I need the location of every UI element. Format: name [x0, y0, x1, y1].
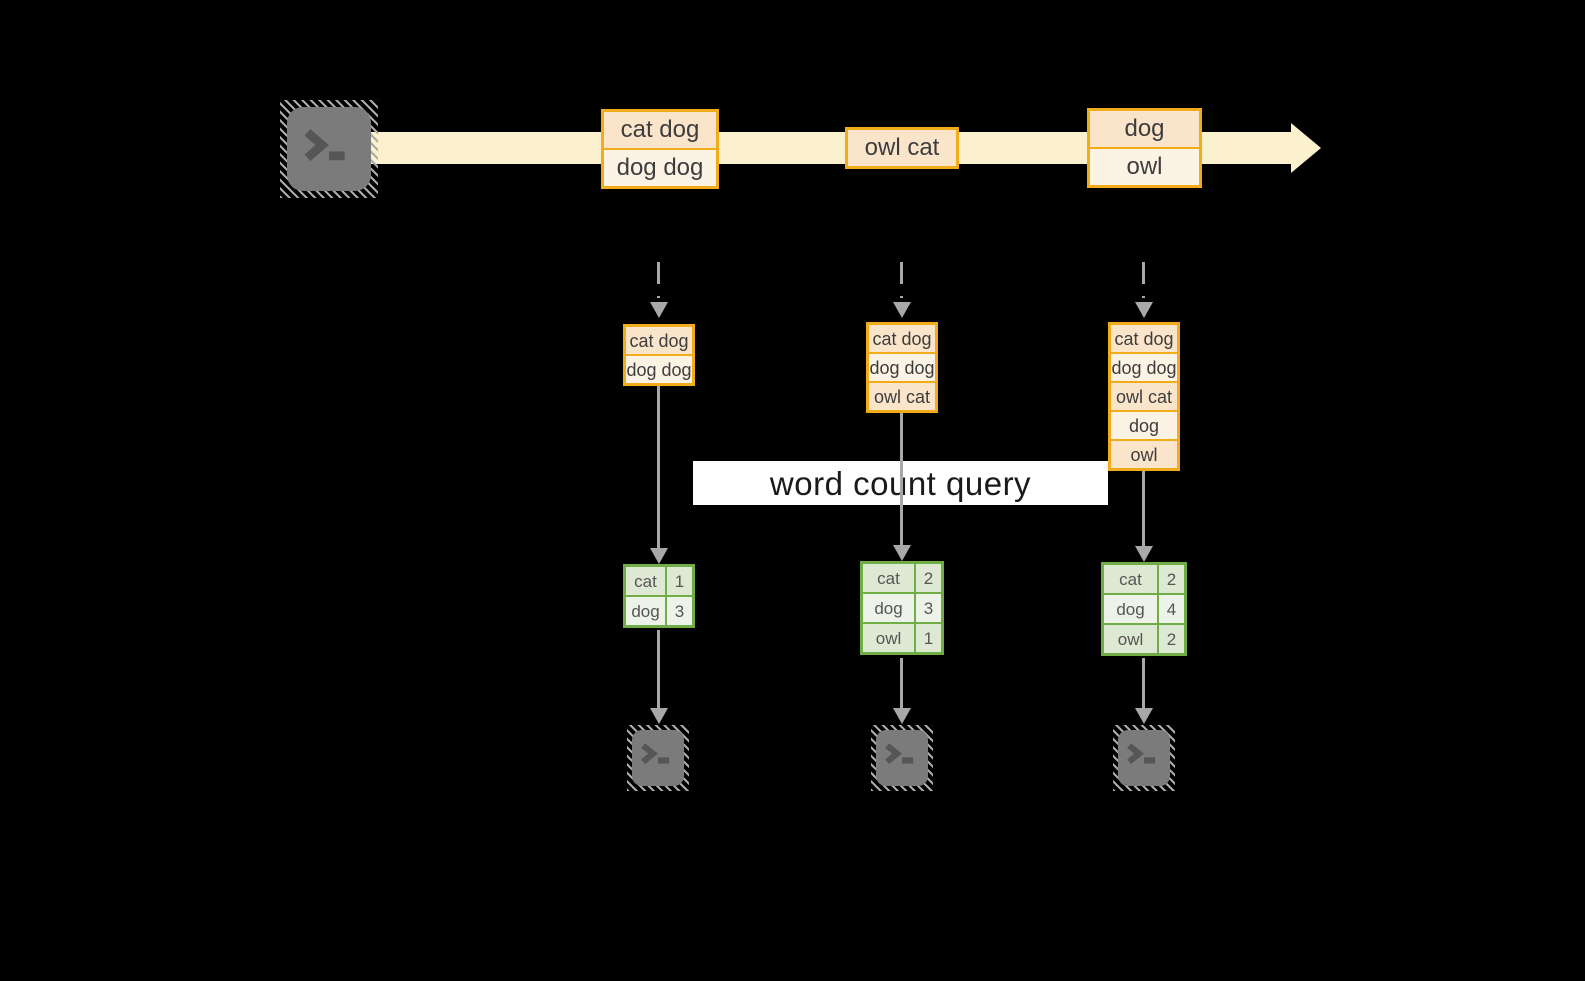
word-cell: owl	[863, 624, 914, 652]
connector-line	[1142, 658, 1145, 710]
batch-line: dog	[1090, 111, 1199, 147]
connector-line	[1142, 471, 1145, 548]
table-row: owl 2	[1104, 625, 1184, 653]
arrowhead-icon	[893, 302, 911, 318]
buffer-line: dog dog	[1111, 354, 1177, 381]
arrowhead-icon	[1135, 546, 1153, 562]
connector-line	[657, 386, 660, 550]
dashed-connector	[900, 262, 903, 298]
word-cell: cat	[626, 567, 665, 595]
buffer-line: dog dog	[626, 356, 692, 383]
count-cell: 3	[916, 594, 941, 622]
arrowhead-icon	[893, 545, 911, 561]
buffer-line: dog	[1111, 412, 1177, 439]
table-row: cat 2	[1104, 565, 1184, 593]
buffer-line: owl cat	[869, 383, 935, 410]
table-row: dog 3	[626, 597, 692, 625]
count-cell: 2	[916, 564, 941, 592]
table-row: dog 4	[1104, 595, 1184, 623]
stream-batch-3: dog owl	[1087, 108, 1202, 188]
sink-terminal-icon	[627, 725, 689, 791]
terminal-screen	[287, 107, 371, 191]
word-cell: owl	[1104, 625, 1157, 653]
word-cell: dog	[1104, 595, 1157, 623]
table-row: cat 2	[863, 564, 941, 592]
dashed-connector	[657, 262, 660, 298]
word-cell: cat	[1104, 565, 1157, 593]
arrowhead-icon	[650, 548, 668, 564]
count-table-1: cat 1 dog 3	[623, 564, 695, 628]
buffer-line: cat dog	[626, 327, 692, 354]
stream-batch-2: owl cat	[845, 127, 959, 169]
count-cell: 2	[1159, 625, 1184, 653]
batch-line: cat dog	[604, 112, 716, 148]
connector-line	[900, 658, 903, 710]
dashed-connector	[1142, 262, 1145, 298]
count-table-2: cat 2 dog 3 owl 1	[860, 561, 944, 655]
table-row: dog 3	[863, 594, 941, 622]
batch-line: owl cat	[848, 130, 956, 166]
buffer-line: cat dog	[869, 325, 935, 352]
count-cell: 1	[667, 567, 692, 595]
count-cell: 2	[1159, 565, 1184, 593]
sink-terminal-icon	[871, 725, 933, 791]
buffer-stack-3: cat dog dog dog owl cat dog owl	[1108, 322, 1180, 471]
arrowhead-icon	[1135, 302, 1153, 318]
count-table-3: cat 2 dog 4 owl 2	[1101, 562, 1187, 656]
buffer-line: owl	[1111, 441, 1177, 468]
table-row: cat 1	[626, 567, 692, 595]
count-cell: 4	[1159, 595, 1184, 623]
buffer-line: owl cat	[1111, 383, 1177, 410]
connector-line	[900, 413, 903, 547]
arrowhead-icon	[1135, 708, 1153, 724]
stream-batch-1: cat dog dog dog	[601, 109, 719, 189]
arrowhead-icon	[650, 302, 668, 318]
count-cell: 1	[916, 624, 941, 652]
buffer-line: cat dog	[1111, 325, 1177, 352]
sink-terminal-icon	[1113, 725, 1175, 791]
table-row: owl 1	[863, 624, 941, 652]
count-cell: 3	[667, 597, 692, 625]
terminal-prompt-glyph	[304, 129, 345, 162]
buffer-stack-1: cat dog dog dog	[623, 324, 695, 386]
arrowhead-icon	[893, 708, 911, 724]
word-cell: dog	[863, 594, 914, 622]
buffer-line: dog dog	[869, 354, 935, 381]
connector-line	[657, 630, 660, 710]
arrowhead-icon	[650, 708, 668, 724]
terminal-prompt-glyph	[641, 743, 670, 765]
terminal-prompt-glyph	[1127, 743, 1156, 765]
source-terminal-icon	[280, 100, 378, 198]
buffer-stack-2: cat dog dog dog owl cat	[866, 322, 938, 413]
word-cell: dog	[626, 597, 665, 625]
batch-line: dog dog	[604, 150, 716, 186]
batch-line: owl	[1090, 149, 1199, 185]
word-cell: cat	[863, 564, 914, 592]
stream-arrow-head	[1291, 123, 1321, 173]
terminal-prompt-glyph	[885, 743, 914, 765]
